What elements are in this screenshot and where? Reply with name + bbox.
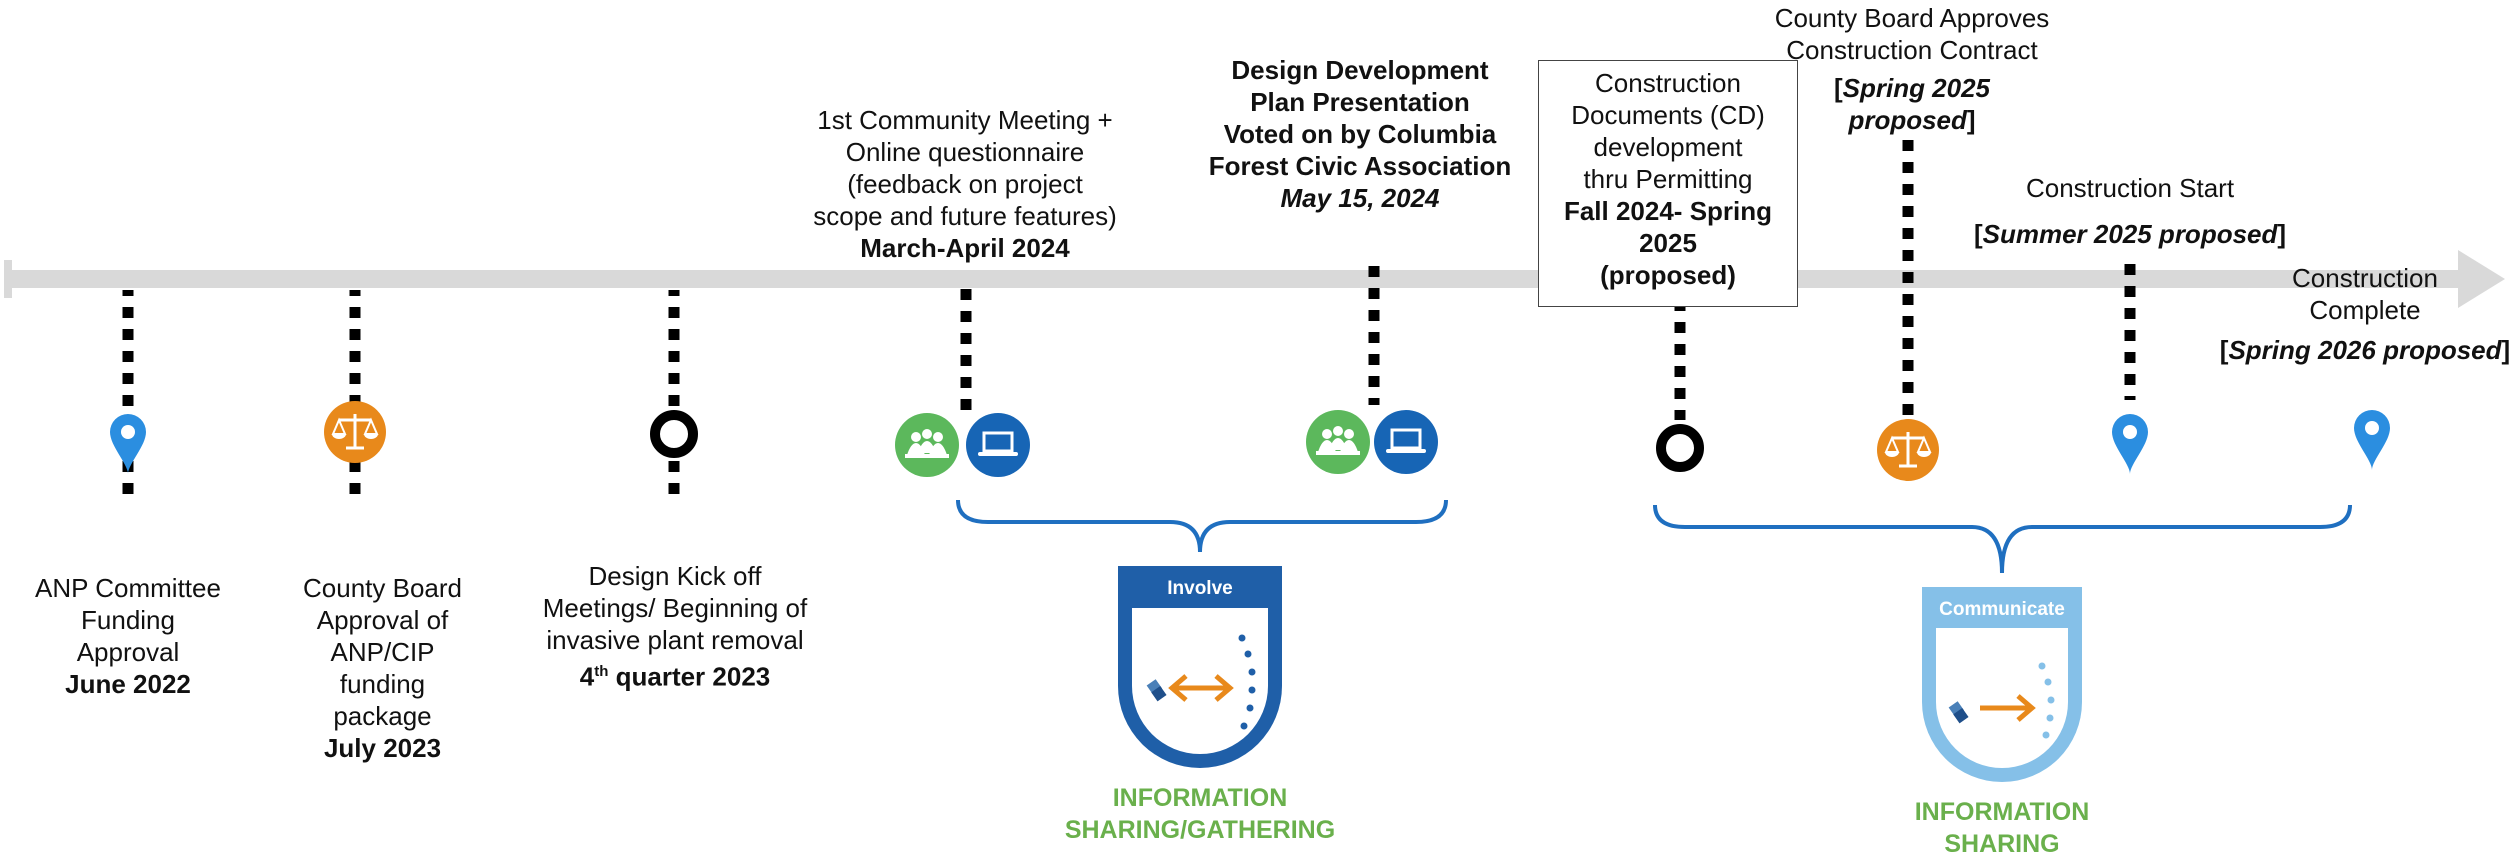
milestone-date: May 15, 2024 bbox=[1280, 183, 1440, 213]
milestone-ring-icon bbox=[655, 415, 693, 453]
milestone-date: June 2022 bbox=[65, 669, 191, 699]
location-pin-icon bbox=[2112, 414, 2148, 474]
phase-brace-communicate bbox=[1653, 504, 2352, 574]
involve-caption: INFORMATION SHARING/GATHERING bbox=[1040, 782, 1360, 846]
milestone-line: Construction bbox=[2292, 263, 2438, 293]
milestone-line: Design Kick off bbox=[588, 561, 762, 591]
milestone-line: Plan Presentation bbox=[1250, 87, 1470, 117]
laptop-icon bbox=[964, 411, 1032, 479]
milestone-line: Approval bbox=[76, 637, 180, 667]
milestone-line: Complete bbox=[2309, 295, 2421, 325]
communicate-arrow-icon bbox=[1948, 662, 2055, 739]
milestone-date: 2025 bbox=[1639, 228, 1697, 258]
communicate-badge bbox=[1922, 587, 2082, 782]
caption-line: SHARING/GATHERING bbox=[1064, 816, 1336, 844]
milestone-date: [Spring 2025 bbox=[1833, 73, 1991, 103]
milestone-label: County Board Approves Construction Contr… bbox=[1752, 2, 2072, 136]
caption-line: SHARING bbox=[1944, 830, 2060, 858]
milestone-line: funding bbox=[339, 669, 426, 699]
milestone-label-boxed: Construction Documents (CD) development … bbox=[1538, 60, 1798, 307]
milestone-label: Construction Start [Summer 2025 proposed… bbox=[1960, 172, 2300, 250]
milestone-line: Forest Civic Association bbox=[1208, 151, 1512, 181]
scales-icon bbox=[322, 399, 388, 465]
milestone-label: Design Development Plan Presentation Vot… bbox=[1190, 54, 1530, 214]
community-group-icon bbox=[895, 413, 959, 477]
milestone-line: Funding bbox=[81, 605, 175, 635]
caption-line: INFORMATION bbox=[1914, 798, 2090, 826]
communicate-badge-title: Communicate bbox=[1939, 599, 2065, 620]
milestone-date: July 2023 bbox=[323, 733, 442, 763]
milestone-label: County Board Approval of ANP/CIP funding… bbox=[270, 572, 495, 764]
milestone-ring-icon bbox=[1661, 429, 1699, 467]
milestone-date: proposed] bbox=[1848, 105, 1976, 135]
involve-arrow-icon bbox=[1146, 634, 1256, 730]
milestone-label: 1st Community Meeting + Online questionn… bbox=[780, 104, 1150, 264]
community-group-icon bbox=[1306, 410, 1370, 474]
milestone-line: County Board bbox=[303, 573, 462, 603]
milestone-line: ANP/CIP bbox=[330, 637, 435, 667]
milestone-line: Construction bbox=[1595, 68, 1741, 98]
timeline-bar bbox=[4, 250, 2505, 308]
milestone-date: [Summer 2025 proposed] bbox=[1973, 219, 2287, 249]
milestone-line: Meetings/ Beginning of bbox=[542, 593, 808, 623]
location-pin-icon bbox=[110, 414, 146, 474]
milestone-line: thru Permitting bbox=[1583, 164, 1753, 194]
milestone-line: County Board Approves bbox=[1774, 3, 2050, 33]
milestone-label: ANP Committee Funding Approval June 2022 bbox=[18, 572, 238, 700]
milestone-date: [Spring 2026 proposed] bbox=[2219, 335, 2511, 365]
involve-badge bbox=[1118, 566, 1282, 768]
milestone-line: Documents (CD) bbox=[1571, 100, 1765, 130]
milestone-line: Construction Contract bbox=[1786, 35, 2038, 65]
milestone-line: Construction Start bbox=[2025, 173, 2235, 203]
scales-icon bbox=[1875, 417, 1941, 483]
milestone-line: (feedback on project bbox=[847, 169, 1083, 199]
caption-line: INFORMATION bbox=[1112, 784, 1288, 812]
milestone-label: Construction Complete [Spring 2026 propo… bbox=[2215, 262, 2515, 366]
milestone-line: invasive plant removal bbox=[546, 625, 804, 655]
milestone-date: (proposed) bbox=[1600, 260, 1736, 290]
milestone-label: Design Kick off Meetings/ Beginning of i… bbox=[515, 560, 835, 693]
milestone-date: March-April 2024 bbox=[860, 233, 1070, 263]
connector-lines bbox=[122, 140, 2136, 494]
phase-brace-involve bbox=[956, 499, 1448, 553]
involve-badge-title: Involve bbox=[1167, 578, 1233, 599]
milestone-line: Online questionnaire bbox=[845, 137, 1085, 167]
milestone-date: Fall 2024- Spring bbox=[1563, 196, 1773, 226]
milestone-line: 1st Community Meeting + bbox=[817, 105, 1113, 135]
milestone-line: Voted on by Columbia bbox=[1223, 119, 1497, 149]
milestone-date: 4th quarter 2023 bbox=[579, 661, 771, 692]
milestone-line: Design Development bbox=[1231, 55, 1489, 85]
laptop-icon bbox=[1372, 408, 1440, 476]
milestone-line: development bbox=[1593, 132, 1743, 162]
location-pin-icon bbox=[2354, 410, 2390, 470]
milestone-line: ANP Committee bbox=[35, 573, 221, 603]
milestone-line: Approval of bbox=[316, 605, 449, 635]
communicate-caption: INFORMATION SHARING bbox=[1862, 796, 2142, 860]
milestone-line: scope and future features) bbox=[813, 201, 1117, 231]
milestone-line: package bbox=[333, 701, 432, 731]
